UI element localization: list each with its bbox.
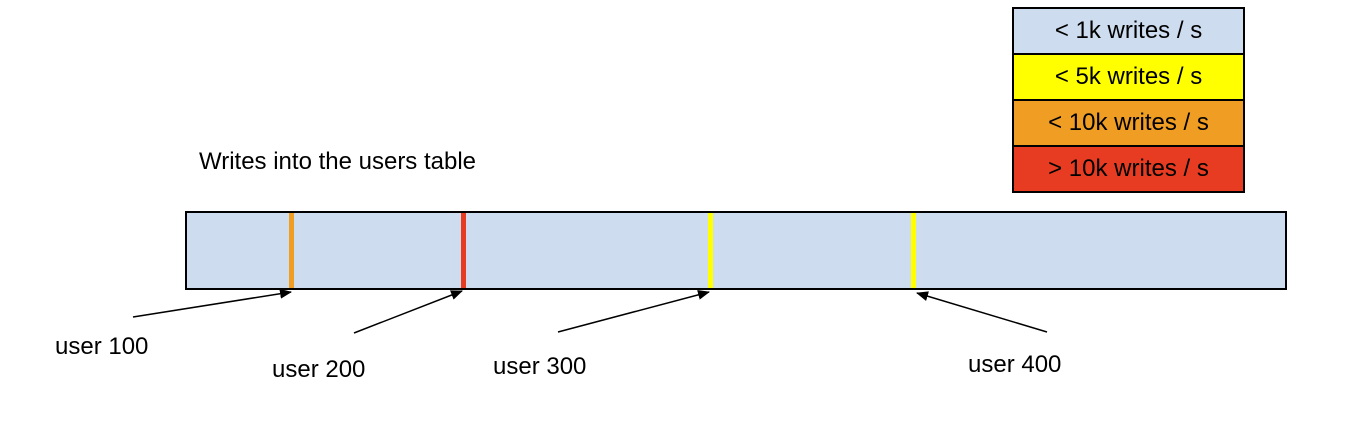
label-user-400: user 400 bbox=[968, 351, 1062, 378]
legend-item-lt-5k: < 5k writes / s bbox=[1012, 53, 1245, 101]
arrow-user-300 bbox=[557, 289, 710, 333]
label-user-200: user 200 bbox=[272, 356, 366, 383]
legend-item-lt-10k: < 10k writes / s bbox=[1012, 99, 1245, 147]
arrow-user-400 bbox=[916, 291, 1048, 333]
write-marker-user-400 bbox=[911, 213, 916, 288]
diagram-title: Writes into the users table bbox=[199, 148, 477, 175]
write-marker-user-200 bbox=[461, 213, 466, 288]
arrow-user-200 bbox=[353, 290, 463, 334]
legend-item-lt-1k: < 1k writes / s bbox=[1012, 7, 1245, 55]
legend-item-gt-10k: > 10k writes / s bbox=[1012, 145, 1245, 193]
label-user-300: user 300 bbox=[493, 353, 587, 380]
legend: < 1k writes / s < 5k writes / s < 10k wr… bbox=[1012, 7, 1245, 193]
write-marker-user-100 bbox=[289, 213, 294, 288]
write-marker-user-300 bbox=[708, 213, 713, 288]
users-table-bar bbox=[185, 211, 1287, 290]
label-user-100: user 100 bbox=[55, 333, 149, 360]
arrow-user-100 bbox=[132, 288, 292, 318]
